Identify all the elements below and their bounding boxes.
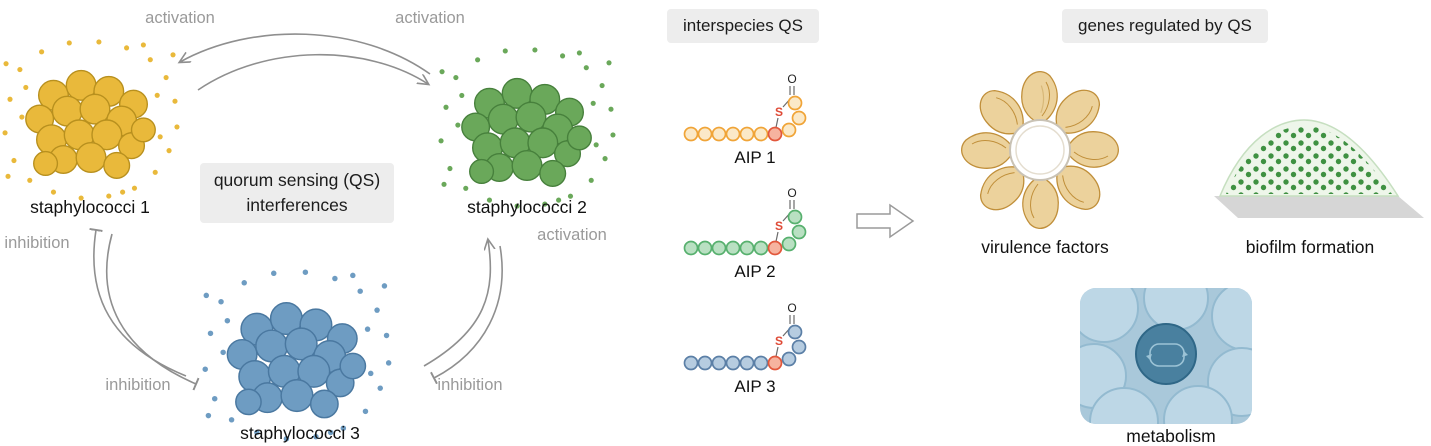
- genes-regulated-header: genes regulated by QS: [1062, 9, 1268, 43]
- aip-1-label: AIP 1: [734, 148, 776, 167]
- metabolism-label: metabolism: [1126, 426, 1216, 446]
- inhibition-label-bottom-right: inhibition: [437, 376, 503, 394]
- activation-label-top-right: activation: [395, 9, 465, 27]
- staphylococci-2-label: staphylococci 2: [467, 197, 587, 217]
- inhibition-arrow-1-to-3: [105, 233, 200, 391]
- virulence-protein-structure-icon: [958, 68, 1122, 232]
- biofilm-formation-label: biofilm formation: [1245, 237, 1375, 257]
- activation-arrow-1-to-2: [197, 53, 428, 91]
- aip-2-label: AIP 2: [734, 262, 776, 281]
- inhibition-arrow-2-to-3: [430, 245, 503, 385]
- inhibition-arrow-3-to-1: [89, 228, 187, 377]
- aip-2-molecule-icon: [680, 186, 840, 258]
- aip-1-molecule-icon: [680, 72, 840, 144]
- staphylococci-3-label: staphylococci 3: [240, 423, 360, 443]
- aip-3-label: AIP 3: [734, 377, 776, 396]
- quorum-sensing-interferences-box: quorum sensing (QS) interferences: [200, 163, 394, 223]
- metabolism-icon: [1080, 288, 1252, 424]
- center-box-line2: interferences: [246, 195, 348, 215]
- right-arrow-icon: [856, 203, 915, 239]
- virulence-factors-label: virulence factors: [981, 237, 1109, 257]
- activation-label-right: activation: [537, 226, 607, 244]
- inhibition-label-left: inhibition: [4, 234, 70, 252]
- activation-arrow-3-to-2: [423, 240, 490, 367]
- inhibition-label-bottom-left: inhibition: [105, 376, 171, 394]
- activation-label-top-left: activation: [145, 9, 215, 27]
- interaction-arrows: [89, 33, 503, 391]
- aip-3-molecule-icon: [680, 301, 840, 373]
- interspecies-qs-header: interspecies QS: [667, 9, 819, 43]
- staphylococci-1-label: staphylococci 1: [30, 197, 150, 217]
- activation-arrow-2-to-1: [180, 33, 431, 75]
- center-box-line1: quorum sensing (QS): [213, 170, 381, 190]
- biofilm-icon: [1214, 119, 1424, 218]
